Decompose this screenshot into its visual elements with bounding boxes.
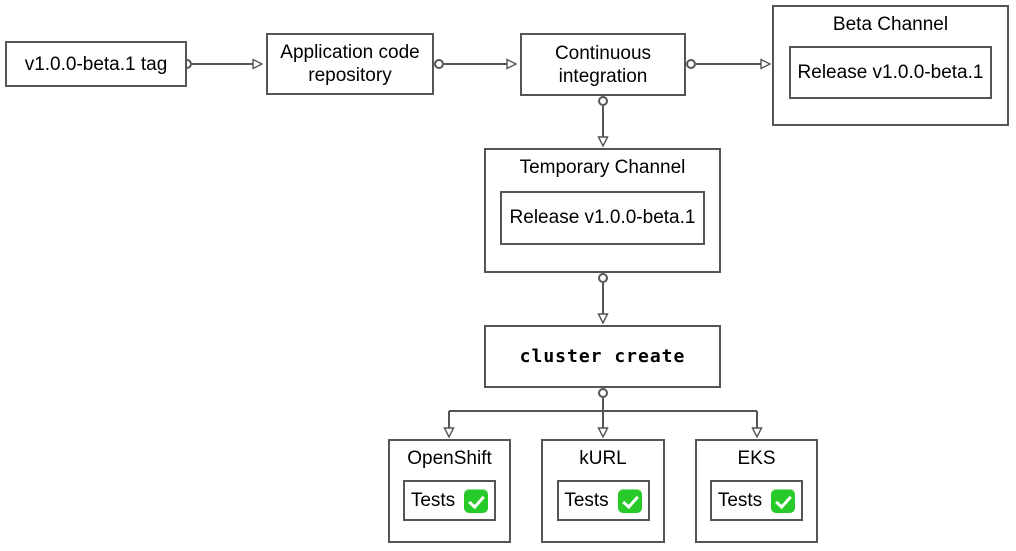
temporary-channel-release-label: Release v1.0.0-beta.1 — [509, 207, 696, 228]
node-application-code-repository[interactable]: Application code repository — [266, 33, 434, 95]
node-ci-label-line2: integration — [558, 65, 648, 87]
eks-tests-box[interactable]: Tests — [710, 480, 803, 521]
beta-channel-title: Beta Channel — [832, 14, 949, 35]
temporary-channel-title: Temporary Channel — [519, 157, 686, 178]
openshift-tests-box[interactable]: Tests — [403, 480, 496, 521]
node-beta-channel[interactable]: Beta Channel Release v1.0.0-beta.1 — [772, 5, 1009, 126]
node-cluster-create[interactable]: cluster create — [484, 325, 721, 388]
temporary-channel-release-box[interactable]: Release v1.0.0-beta.1 — [500, 191, 705, 245]
openshift-title: OpenShift — [407, 448, 492, 469]
check-mark-green-icon — [771, 488, 796, 513]
node-repo-label-line1: Application code — [280, 42, 420, 63]
node-eks[interactable]: EKS Tests — [695, 439, 818, 543]
node-continuous-integration[interactable]: Continuous integration — [520, 33, 686, 96]
check-mark-green-icon — [464, 488, 489, 513]
node-tag[interactable]: v1.0.0-beta.1 tag — [5, 41, 187, 87]
check-mark-green-icon — [617, 488, 642, 513]
beta-channel-release-box[interactable]: Release v1.0.0-beta.1 — [789, 46, 992, 99]
node-tag-label: v1.0.0-beta.1 tag — [24, 53, 168, 75]
openshift-tests-label: Tests — [410, 489, 456, 511]
kurl-tests-box[interactable]: Tests — [556, 480, 650, 521]
eks-tests-label: Tests — [717, 489, 763, 511]
kurl-title: kURL — [579, 448, 627, 469]
node-openshift[interactable]: OpenShift Tests — [388, 439, 511, 543]
beta-channel-release-label: Release v1.0.0-beta.1 — [797, 61, 984, 83]
node-temporary-channel[interactable]: Temporary Channel Release v1.0.0-beta.1 — [484, 148, 721, 273]
node-cluster-create-label: cluster create — [519, 346, 686, 367]
node-kurl[interactable]: kURL Tests — [541, 439, 665, 543]
eks-title: EKS — [737, 448, 776, 469]
node-ci-label-line1: Continuous — [554, 42, 652, 64]
node-repo-label-line2: repository — [308, 65, 392, 86]
kurl-tests-label: Tests — [564, 489, 609, 511]
